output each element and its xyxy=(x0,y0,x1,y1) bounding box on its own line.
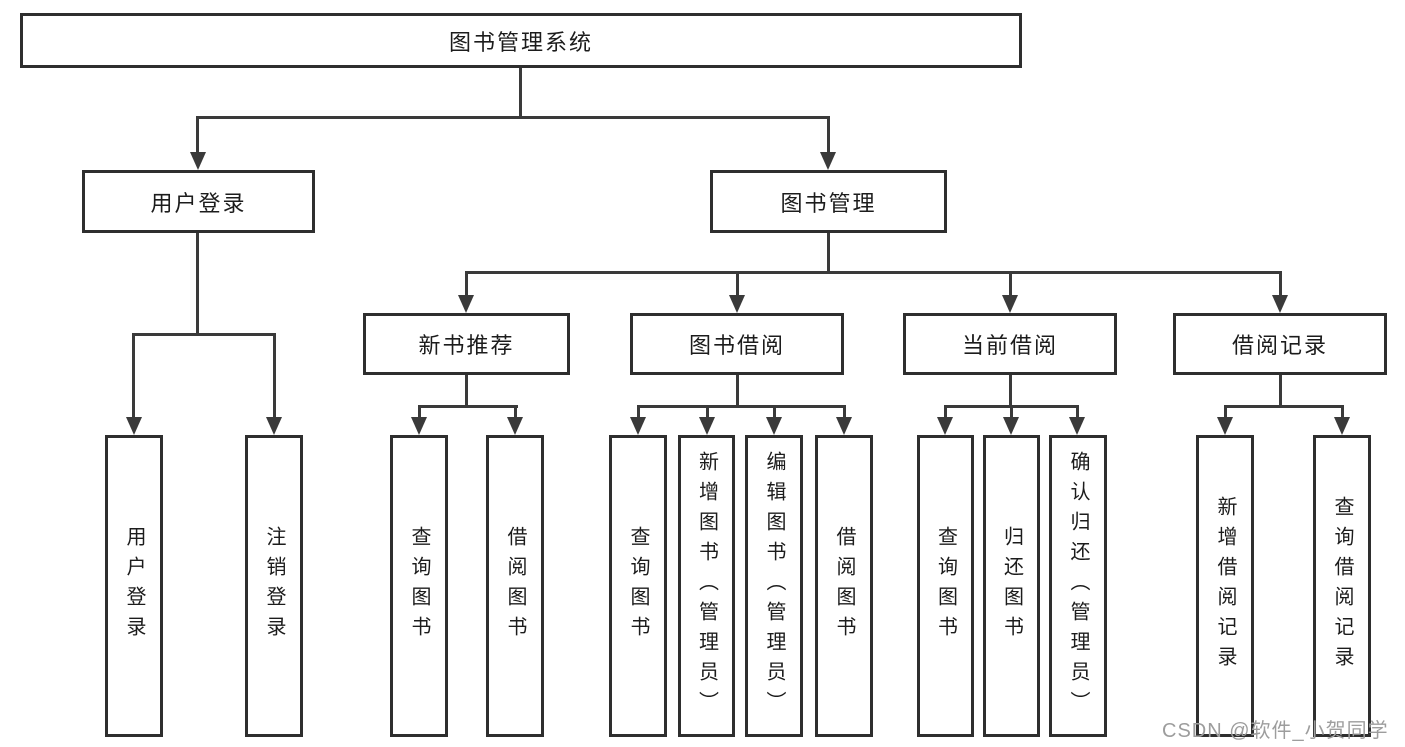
leaf-add-borrow-record-label: 新增借阅记录 xyxy=(1214,496,1236,676)
leaf-edit-books-admin-label: 编辑图书（管理员） xyxy=(763,451,785,721)
edge-root-arrow-right xyxy=(820,152,836,170)
edge-records-arrow-1 xyxy=(1217,417,1233,435)
edge-records-stem xyxy=(1279,375,1282,407)
edge-borrow-arrow-3 xyxy=(766,417,782,435)
edge-root-bar xyxy=(196,116,830,119)
edge-current-drop-2 xyxy=(1010,405,1013,421)
leaf-return-books-label: 归还图书 xyxy=(1000,526,1023,646)
edge-borrow-drop-3 xyxy=(773,405,776,421)
leaf-return-books: 归还图书 xyxy=(983,435,1040,737)
edge-recommend-bar xyxy=(418,405,518,408)
node-book-borrow-label: 图书借阅 xyxy=(688,333,785,358)
edge-current-drop-1 xyxy=(944,405,947,421)
edge-recommend-arrow-1 xyxy=(411,417,427,435)
watermark: CSDN @软件_小贺同学 xyxy=(1162,720,1389,742)
edge-current-arrow-1 xyxy=(937,417,953,435)
node-borrow-records-label: 借阅记录 xyxy=(1231,333,1328,358)
node-book-management-label: 图书管理 xyxy=(780,190,877,216)
leaf-current-query-books-label: 查询图书 xyxy=(934,526,957,646)
node-current-borrow-label: 当前借阅 xyxy=(961,333,1058,358)
edge-borrow-drop-4 xyxy=(843,405,846,421)
node-root: 图书管理系统 xyxy=(20,13,1022,68)
leaf-add-books-admin: 新增图书（管理员） xyxy=(678,435,735,737)
edge-borrow-stem xyxy=(736,375,739,407)
leaf-edit-books-admin: 编辑图书（管理员） xyxy=(745,435,803,737)
edge-book-mgmt-arrow-2 xyxy=(729,295,745,313)
edge-user-login-arrow-1 xyxy=(126,417,142,435)
edge-current-stem xyxy=(1009,375,1012,407)
node-root-label: 图书管理系统 xyxy=(448,29,593,55)
leaf-current-query-books: 查询图书 xyxy=(917,435,974,737)
edge-book-mgmt-stem xyxy=(827,233,830,274)
node-borrow-records: 借阅记录 xyxy=(1173,313,1387,375)
edge-book-mgmt-drop-3 xyxy=(1009,271,1012,297)
leaf-logout-label: 注销登录 xyxy=(263,526,285,646)
node-new-book-recommend-label: 新书推荐 xyxy=(418,333,515,358)
node-new-book-recommend: 新书推荐 xyxy=(363,313,570,375)
edge-book-mgmt-arrow-4 xyxy=(1272,295,1288,313)
edge-borrow-drop-2 xyxy=(706,405,709,421)
leaf-recommend-borrow-books: 借阅图书 xyxy=(486,435,544,737)
edge-book-mgmt-arrow-3 xyxy=(1002,295,1018,313)
leaf-add-borrow-record: 新增借阅记录 xyxy=(1196,435,1254,737)
leaf-recommend-query-books: 查询图书 xyxy=(390,435,448,737)
leaf-recommend-query-books-label: 查询图书 xyxy=(408,526,430,646)
edge-book-mgmt-drop-2 xyxy=(736,271,739,297)
leaf-borrow-books: 借阅图书 xyxy=(815,435,873,737)
leaf-query-borrow-record: 查询借阅记录 xyxy=(1313,435,1371,737)
leaf-query-borrow-record-label: 查询借阅记录 xyxy=(1331,496,1353,676)
edge-recommend-drop-2 xyxy=(514,405,517,421)
edge-user-login-arrow-2 xyxy=(266,417,282,435)
edge-book-mgmt-arrow-1 xyxy=(458,295,474,313)
edge-records-drop-1 xyxy=(1224,405,1227,421)
edge-borrow-drop-1 xyxy=(637,405,640,421)
edge-recommend-drop-1 xyxy=(418,405,421,421)
edge-records-drop-2 xyxy=(1341,405,1344,421)
leaf-confirm-return-admin: 确认归还（管理员） xyxy=(1049,435,1107,737)
edge-root-drop-right xyxy=(827,116,830,156)
edge-user-login-drop-1 xyxy=(132,333,135,419)
leaf-confirm-return-admin-label: 确认归还（管理员） xyxy=(1067,451,1089,721)
edge-book-mgmt-drop-4 xyxy=(1279,271,1282,297)
edge-records-arrow-2 xyxy=(1334,417,1350,435)
edge-current-arrow-2 xyxy=(1003,417,1019,435)
edge-root-stem xyxy=(519,68,522,118)
edge-current-arrow-3 xyxy=(1069,417,1085,435)
edge-root-drop-left xyxy=(196,116,199,156)
node-book-management: 图书管理 xyxy=(710,170,947,233)
edge-current-drop-3 xyxy=(1076,405,1079,421)
leaf-recommend-borrow-books-label: 借阅图书 xyxy=(504,526,526,646)
leaf-borrow-query-books: 查询图书 xyxy=(609,435,667,737)
edge-borrow-arrow-1 xyxy=(630,417,646,435)
edge-user-login-stem xyxy=(196,233,199,336)
edge-book-mgmt-drop-1 xyxy=(465,271,468,297)
edge-user-login-bar xyxy=(132,333,276,336)
leaf-borrow-books-label: 借阅图书 xyxy=(833,526,855,646)
leaf-user-login-label: 用户登录 xyxy=(123,526,145,646)
edge-borrow-arrow-2 xyxy=(699,417,715,435)
edge-book-mgmt-bar xyxy=(465,271,1282,274)
node-book-borrow: 图书借阅 xyxy=(630,313,844,375)
node-current-borrow: 当前借阅 xyxy=(903,313,1117,375)
node-user-login-label: 用户登录 xyxy=(150,190,247,216)
node-user-login: 用户登录 xyxy=(82,170,315,233)
edge-recommend-stem xyxy=(465,375,468,407)
leaf-user-login: 用户登录 xyxy=(105,435,163,737)
edge-recommend-arrow-2 xyxy=(507,417,523,435)
leaf-borrow-query-books-label: 查询图书 xyxy=(627,526,649,646)
edge-user-login-drop-2 xyxy=(273,333,276,419)
leaf-add-books-admin-label: 新增图书（管理员） xyxy=(695,451,718,721)
edge-records-bar xyxy=(1224,405,1343,408)
edge-root-arrow-left xyxy=(190,152,206,170)
leaf-logout: 注销登录 xyxy=(245,435,303,737)
edge-borrow-arrow-4 xyxy=(836,417,852,435)
edge-borrow-bar xyxy=(637,405,846,408)
